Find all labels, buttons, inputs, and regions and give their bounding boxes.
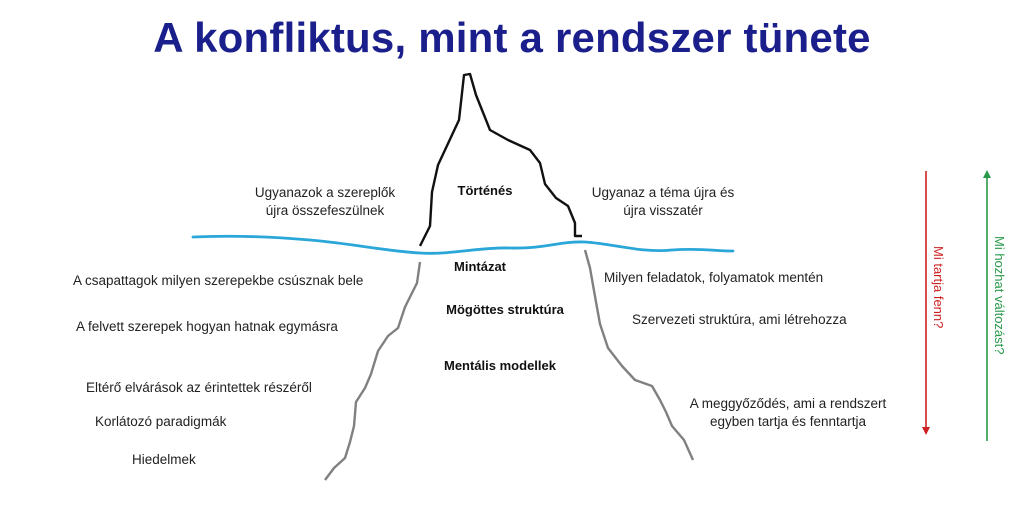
page-title: A konfliktus, mint a rendszer tünete <box>153 14 871 61</box>
above-right-line-1: Ugyanaz a téma újra és <box>591 185 735 200</box>
down-arrow-label: Mi tartja fenn? <box>931 246 946 329</box>
above-left-line-2: újra összefeszülnek <box>265 203 385 218</box>
iceberg-left-edge <box>324 261 422 481</box>
label-mintazat: Mintázat <box>454 259 506 274</box>
left-item-5: Hiedelmek <box>132 452 196 467</box>
right-item-1: Milyen feladatok, folyamatok mentén <box>604 270 824 285</box>
down-arrow-head <box>922 427 930 435</box>
iceberg-tip <box>418 72 582 247</box>
water-line <box>191 234 735 255</box>
iceberg-right-edge <box>583 249 695 461</box>
left-item-1: A csapattagok milyen szerepekbe csúsznak… <box>73 273 364 288</box>
up-arrow-label: Mi hozhat változást? <box>992 236 1007 355</box>
up-arrow-head <box>983 170 991 178</box>
left-item-3: Eltérő elvárások az érintettek részéről <box>86 380 312 395</box>
right-item-2: Szervezeti struktúra, ami létrehozza <box>632 312 847 327</box>
left-item-2: A felvett szerepek hogyan hatnak egymásr… <box>76 319 338 334</box>
above-right-line-2: újra visszatér <box>623 203 703 218</box>
label-mogottes-struktura: Mögöttes struktúra <box>446 302 564 317</box>
above-left-line-1: Ugyanazok a szereplők <box>254 185 396 200</box>
label-tortenes: Történés <box>457 183 513 198</box>
label-mentalis-modellek: Mentális modellek <box>444 358 556 373</box>
right-item-4: egyben tartja és fenntartja <box>709 414 867 429</box>
right-item-3: A meggyőződés, ami a rendszert <box>689 396 887 411</box>
left-item-4: Korlátozó paradigmák <box>95 414 227 429</box>
